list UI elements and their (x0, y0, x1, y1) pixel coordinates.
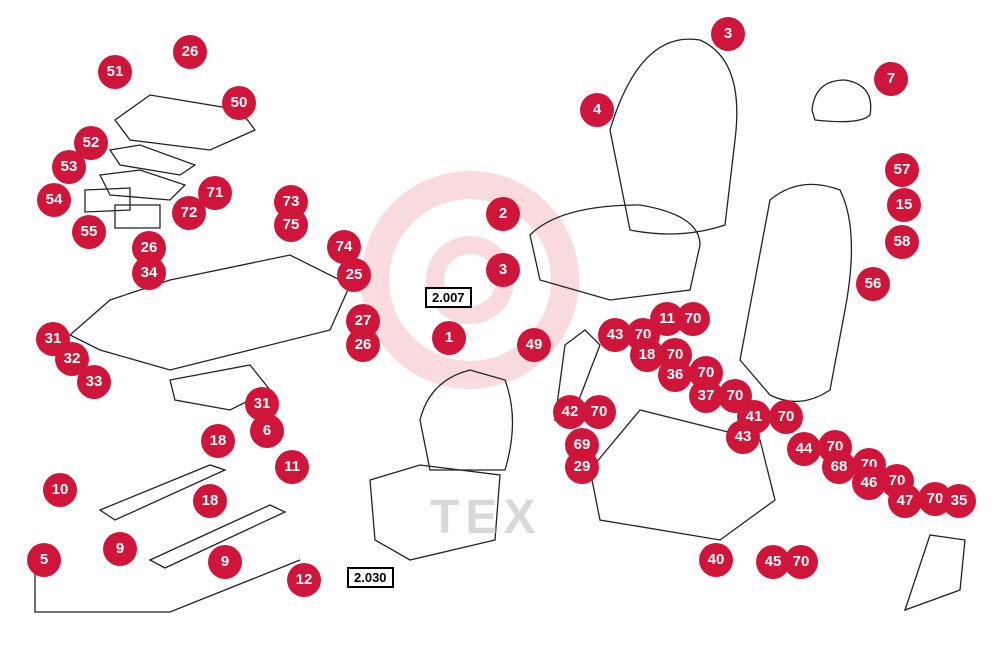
callout-badge[interactable]: 75 (274, 208, 308, 242)
callout-badge[interactable]: 70 (676, 302, 710, 336)
part-50-cushion-plate (114, 94, 257, 151)
callout-badge[interactable]: 58 (885, 225, 919, 259)
callout-badge[interactable]: 5 (27, 543, 61, 577)
callout-badge[interactable]: 33 (77, 365, 111, 399)
callout-badge[interactable]: 70 (784, 545, 818, 579)
callout-badge[interactable]: 70 (769, 400, 803, 434)
callout-badge[interactable]: 51 (98, 55, 132, 89)
callout-badge[interactable]: 34 (132, 256, 166, 290)
part-1-seat-back (419, 369, 514, 471)
callout-badge[interactable]: 2 (486, 197, 520, 231)
callout-badge[interactable]: 54 (37, 183, 71, 217)
callout-badge[interactable]: 12 (287, 563, 321, 597)
callout-badge[interactable]: 72 (172, 196, 206, 230)
callout-badge[interactable]: 7 (874, 62, 908, 96)
callout-badge[interactable]: 29 (565, 450, 599, 484)
callout-badge[interactable]: 70 (582, 395, 616, 429)
callout-badge[interactable]: 53 (52, 150, 86, 184)
part-54-block (84, 187, 131, 213)
part-9-rail-right (148, 504, 287, 569)
callout-badge[interactable]: 9 (208, 545, 242, 579)
callout-badge[interactable]: 50 (222, 86, 256, 120)
callout-badge[interactable]: 43 (726, 420, 760, 454)
callout-badge[interactable]: 6 (250, 414, 284, 448)
callout-badge[interactable]: 57 (885, 153, 919, 187)
part-4-backrest-cover (609, 38, 738, 235)
part-35-side-cover (903, 534, 966, 612)
callout-badge[interactable]: 18 (201, 424, 235, 458)
part-52-bracket (108, 144, 197, 176)
callout-badge[interactable]: 37 (689, 379, 723, 413)
callout-badge[interactable]: 55 (72, 215, 106, 249)
callout-badge[interactable]: 56 (856, 267, 890, 301)
callout-badge[interactable]: 36 (658, 358, 692, 392)
ref-box-seat-back[interactable]: 2.007 (425, 287, 472, 308)
callout-badge[interactable]: 68 (822, 450, 856, 484)
callout-badge[interactable]: 42 (553, 395, 587, 429)
callout-badge[interactable]: 10 (43, 473, 77, 507)
callout-badge[interactable]: 4 (580, 93, 614, 127)
callout-badge[interactable]: 1 (432, 321, 466, 355)
callout-badge[interactable]: 40 (699, 543, 733, 577)
callout-badge[interactable]: 3 (486, 253, 520, 287)
part-55-block (114, 204, 161, 229)
part-53-bracket (99, 169, 187, 201)
callout-badge[interactable]: 35 (942, 484, 976, 518)
part-2-cushion (529, 204, 701, 301)
part-1-seat-cushion (369, 464, 501, 561)
callout-badge[interactable]: 49 (517, 328, 551, 362)
callout-badge[interactable]: 3 (711, 17, 745, 51)
callout-badge[interactable]: 25 (337, 258, 371, 292)
part-56-backrest-frame (739, 183, 853, 403)
part-9-rail-left (98, 464, 227, 521)
callout-badge[interactable]: 15 (887, 188, 921, 222)
callout-badge[interactable]: 47 (888, 484, 922, 518)
part-31-base-frame (68, 254, 351, 371)
watermark-text: TEX (430, 491, 542, 544)
bracket-line (34, 559, 301, 613)
callout-badge[interactable]: 46 (852, 466, 886, 500)
callout-badge[interactable]: 26 (346, 328, 380, 362)
part-40-seat-frame (589, 409, 776, 541)
callout-badge[interactable]: 11 (275, 450, 309, 484)
ref-box-seat-base[interactable]: 2.030 (347, 567, 394, 588)
part-7-headrest (811, 79, 872, 123)
callout-badge[interactable]: 44 (787, 432, 821, 466)
callout-badge[interactable]: 26 (173, 35, 207, 69)
callout-badge[interactable]: 18 (193, 484, 227, 518)
callout-badge[interactable]: 9 (103, 532, 137, 566)
